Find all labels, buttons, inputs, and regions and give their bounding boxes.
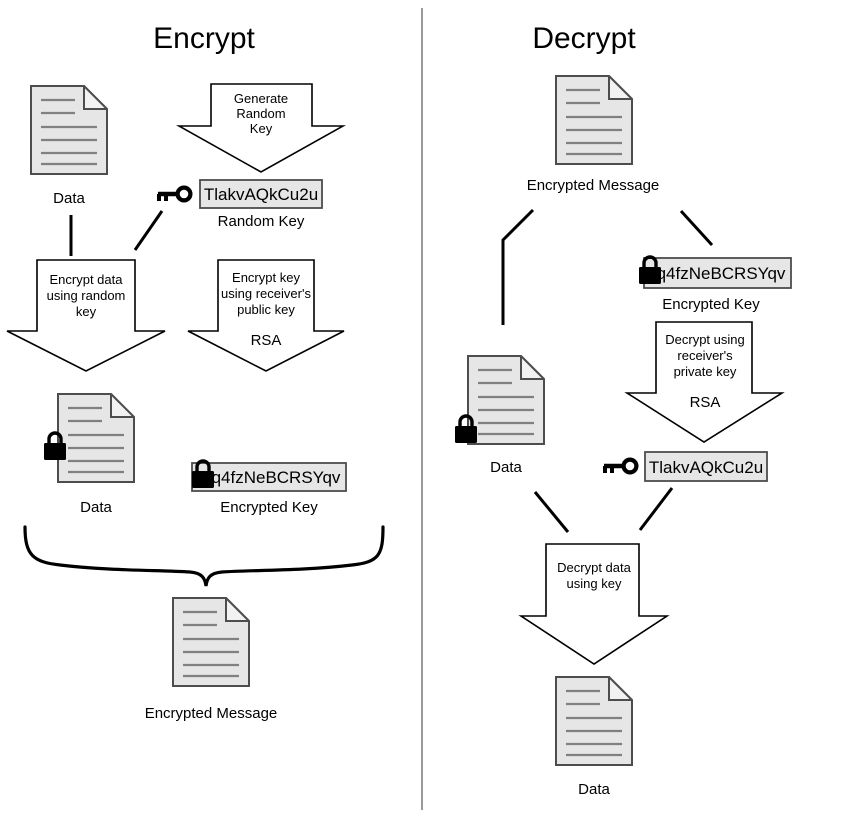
connector-message-to-encrypted-key (679, 209, 714, 247)
decrypt-random-key: TlakvAQkCu2u (604, 451, 768, 482)
curly-brace-icon (23, 525, 385, 587)
encrypt-locked-data-label: Data (80, 499, 112, 516)
encrypt-key-line2: using receiver's (221, 286, 311, 301)
encrypt-output-document: Encrypted Message (145, 597, 278, 722)
connector-message-to-data (501, 208, 535, 325)
key-icon (604, 460, 636, 473)
encrypt-data-line2: using random (47, 288, 126, 303)
encrypted-key-value: q4fzNeBCRSYqv (212, 468, 341, 487)
document-icon (30, 85, 108, 175)
decrypt-input-document: Encrypted Message (527, 75, 660, 194)
random-key-box (644, 451, 768, 482)
encrypted-key-box (191, 462, 347, 492)
encrypted-key-value: q4fzNeBCRSYqv (657, 264, 786, 283)
encrypt-key-algorithm: RSA (251, 332, 282, 349)
encrypt-random-key: TlakvAQkCu2u Random Key (158, 179, 323, 230)
encrypted-key-label: Encrypted Key (662, 296, 760, 313)
random-key-box (199, 179, 323, 209)
down-arrow-icon (624, 321, 785, 443)
decrypt-locked-data-label: Data (490, 459, 522, 476)
decrypt-key-line1: Decrypt using (665, 332, 744, 347)
decrypt-encrypted-key: q4fzNeBCRSYqv Encrypted Key (637, 255, 792, 313)
connector-data-to-decrypt-arrow (533, 491, 570, 533)
decrypt-data-arrow: Decrypt data using key (518, 543, 670, 665)
down-arrow-icon (6, 259, 166, 372)
down-arrow-icon (175, 83, 347, 173)
page-title-encrypt: Encrypt (153, 22, 255, 55)
decrypt-data-line1: Decrypt data (557, 560, 631, 575)
decrypt-key-arrow: Decrypt using receiver's private key RSA (624, 321, 785, 443)
decrypt-output-label: Data (578, 781, 610, 798)
encrypt-generate-key-arrow: Generate Random Key (175, 83, 347, 173)
encrypt-key-arrow: Encrypt key using receiver's public key … (187, 259, 345, 372)
encrypt-key-line1: Encrypt key (232, 270, 300, 285)
down-arrow-icon (518, 543, 670, 665)
decrypt-data-line2: using key (567, 576, 622, 591)
down-arrow-icon (187, 259, 345, 372)
connector-key-to-encrypt-arrow (133, 210, 164, 251)
document-icon (172, 597, 250, 687)
decrypt-locked-data-document: Data (453, 355, 545, 476)
encrypt-output-label: Encrypted Message (145, 705, 278, 722)
encrypt-encrypted-key: q4fzNeBCRSYqv Encrypted Key (190, 459, 347, 516)
document-icon (57, 393, 135, 483)
encrypt-data-line3: key (76, 304, 97, 319)
encrypt-locked-data-document: Data (42, 393, 135, 516)
connector-key-to-decrypt-arrow (638, 487, 674, 531)
decrypt-output-document: Data (555, 676, 633, 798)
document-icon (467, 355, 545, 445)
decrypt-key-line3: private key (674, 364, 737, 379)
encrypt-data-arrow: Encrypt data using random key (6, 259, 166, 372)
decrypt-key-algorithm: RSA (690, 394, 721, 411)
encrypted-key-box (643, 257, 792, 289)
random-key-value: TlakvAQkCu2u (649, 458, 763, 477)
encrypt-data-line1: Encrypt data (50, 272, 124, 287)
page-title-decrypt: Decrypt (532, 22, 636, 55)
decrypt-key-line2: receiver's (677, 348, 733, 363)
decrypt-input-label: Encrypted Message (527, 177, 660, 194)
generate-key-line1: Generate (234, 91, 288, 106)
encrypt-key-line3: public key (237, 302, 295, 317)
document-icon (555, 75, 633, 165)
generate-key-line2: Random (236, 106, 285, 121)
random-key-value: TlakvAQkCu2u (204, 185, 318, 204)
generate-key-line3: Key (250, 121, 273, 136)
document-icon (555, 676, 633, 766)
random-key-label: Random Key (218, 213, 305, 230)
encrypt-data-document: Data (30, 85, 108, 207)
key-icon (158, 188, 190, 201)
encrypted-key-label: Encrypted Key (220, 499, 318, 516)
encrypt-data-label: Data (53, 190, 85, 207)
